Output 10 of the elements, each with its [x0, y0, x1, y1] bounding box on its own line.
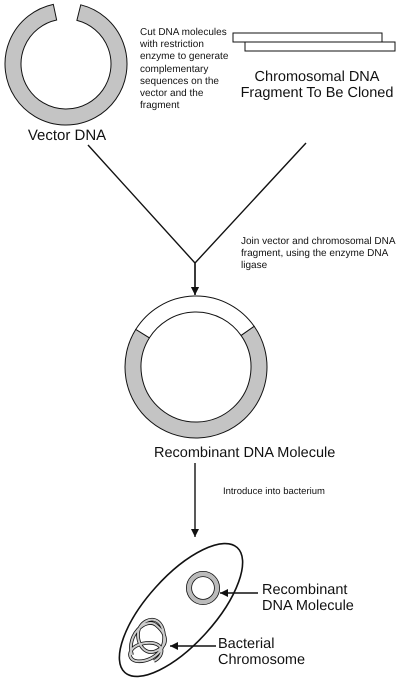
arrow	[170, 642, 216, 650]
arrow	[191, 142, 307, 295]
node-caption: Vector DNA	[26, 128, 108, 145]
step-note: Cut DNA molecules with restriction enzyme to generate complementary sequences on the vector and the fragment	[140, 27, 230, 112]
node-caption: Recombinant DNA Molecule	[154, 445, 336, 462]
arrow	[191, 463, 199, 537]
arrow	[220, 589, 258, 597]
node-caption: Recombinant DNA Molecule	[262, 582, 355, 614]
node-caption: Bacterial Chromosome	[218, 636, 306, 668]
node-caption: Chromosomal DNA Fragment To Be Cloned	[240, 69, 394, 102]
